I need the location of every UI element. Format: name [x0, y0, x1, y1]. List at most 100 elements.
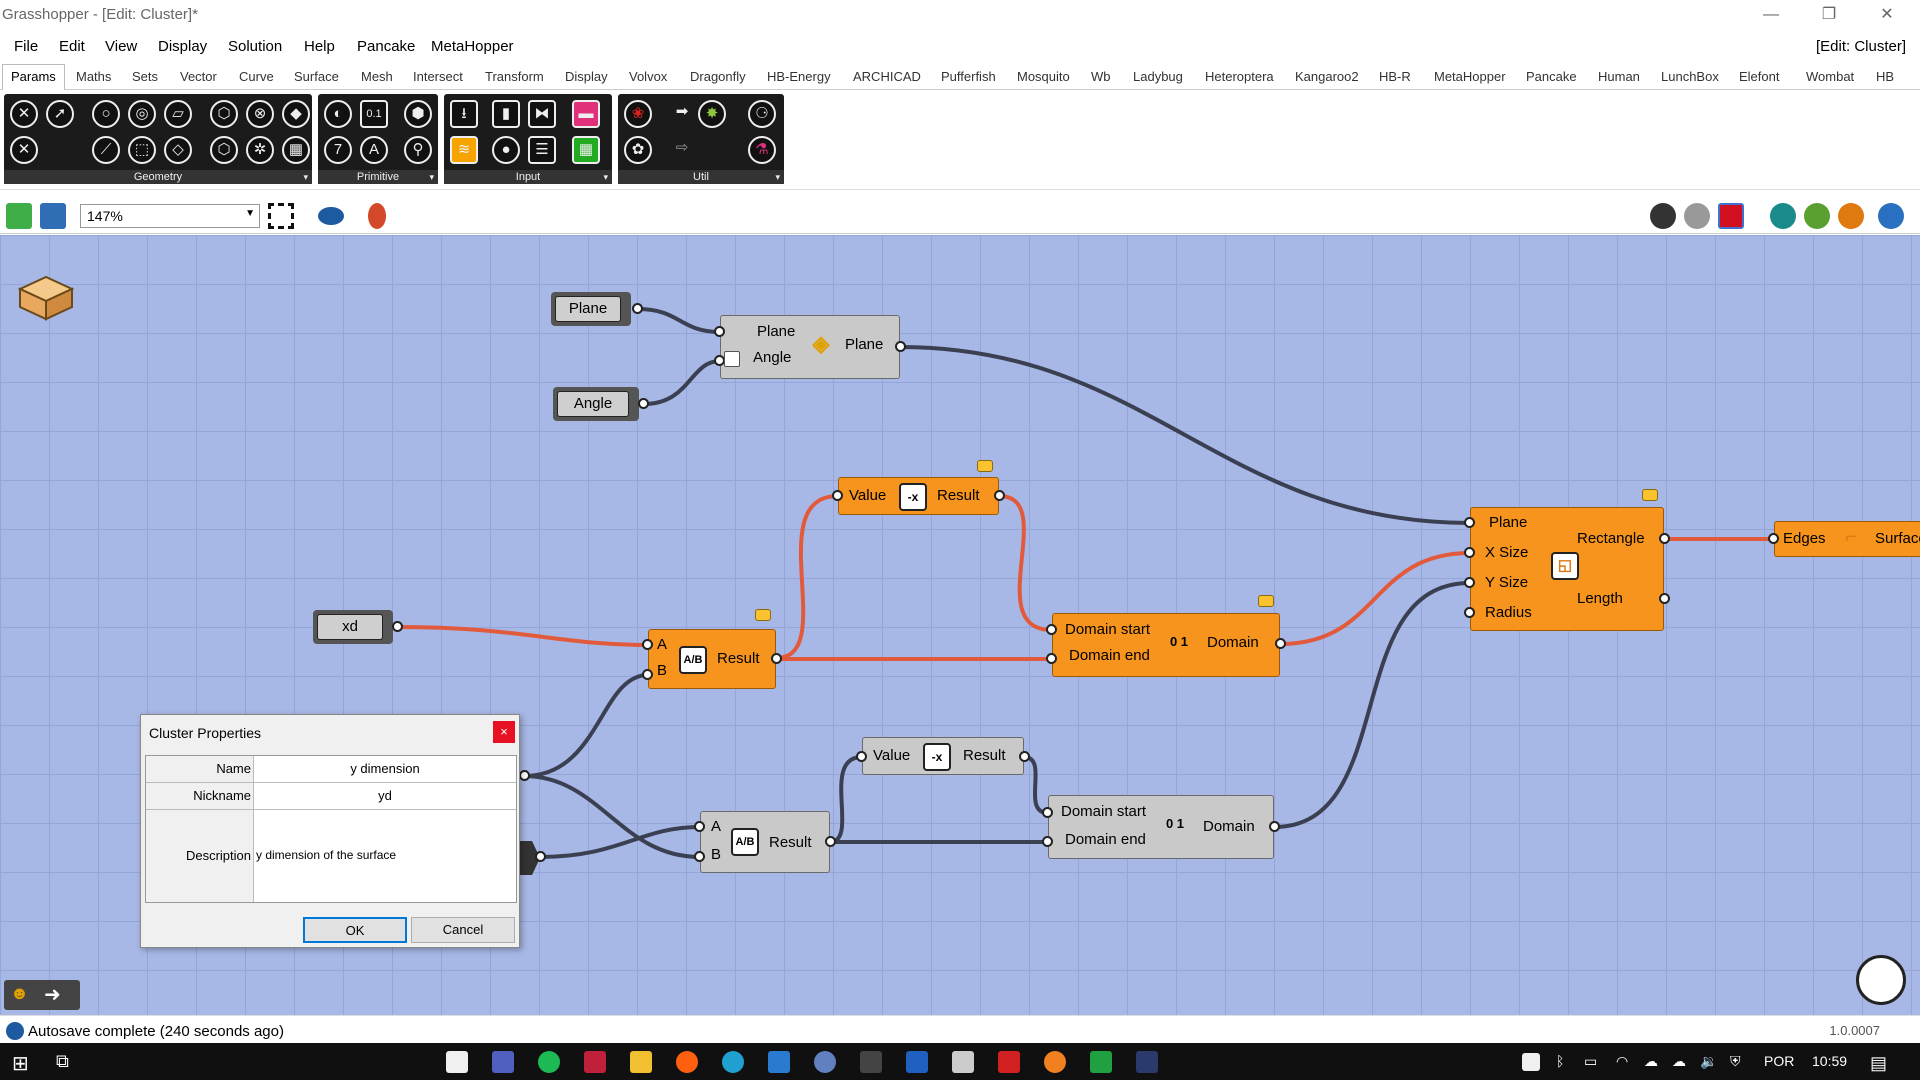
- terminal-icon[interactable]: [860, 1051, 882, 1073]
- negative-bottom-input-pin[interactable]: [856, 751, 867, 762]
- cherry-picker-icon[interactable]: ❀: [624, 100, 652, 128]
- tab-display[interactable]: Display: [565, 69, 608, 84]
- tab-dragonfly[interactable]: Dragonfly: [690, 69, 746, 84]
- store-icon[interactable]: [446, 1051, 468, 1073]
- menu-metahopper[interactable]: MetaHopper: [431, 38, 514, 55]
- text-param-icon[interactable]: A: [360, 136, 388, 164]
- task-view-icon[interactable]: ⧉: [56, 1051, 69, 1071]
- panel-icon[interactable]: ⭳: [450, 100, 478, 128]
- rectangle-plane-pin[interactable]: [1464, 517, 1475, 528]
- boundary-edges-pin[interactable]: [1768, 533, 1779, 544]
- point-param-icon[interactable]: ✕: [10, 100, 38, 128]
- menu-help[interactable]: Help: [304, 38, 335, 55]
- flask-icon[interactable]: ⚗: [748, 136, 776, 164]
- boolean-param-icon[interactable]: ◐: [324, 100, 352, 128]
- open-file-icon[interactable]: [6, 203, 32, 229]
- save-file-icon[interactable]: [40, 203, 66, 229]
- tab-vector[interactable]: Vector: [180, 69, 217, 84]
- tab-transform[interactable]: Transform: [485, 69, 544, 84]
- divide-top-a-pin[interactable]: [642, 639, 653, 650]
- menu-edit[interactable]: Edit: [59, 38, 85, 55]
- mendeley-icon[interactable]: [584, 1051, 606, 1073]
- circle-param-icon[interactable]: ○: [92, 100, 120, 128]
- divide-top-component[interactable]: A B A/B Result: [648, 629, 776, 689]
- user-icon[interactable]: ☻: [10, 983, 29, 1003]
- arrow-right-icon[interactable]: ➜: [44, 984, 61, 1006]
- volume-icon[interactable]: 🔉: [1700, 1053, 1718, 1069]
- rectangle-ysize-pin[interactable]: [1464, 577, 1475, 588]
- tab-wombat[interactable]: Wombat: [1806, 69, 1855, 84]
- tab-hb[interactable]: HB: [1876, 69, 1895, 84]
- tab-pufferfish[interactable]: Pufferfish: [941, 69, 996, 84]
- path-param-icon[interactable]: ⚲: [404, 136, 432, 164]
- preview-shaded-icon[interactable]: [1684, 203, 1710, 229]
- plane-param-icon[interactable]: ⬚: [128, 136, 156, 164]
- globe-icon[interactable]: [1878, 203, 1904, 229]
- notifications-icon[interactable]: ▤: [1870, 1053, 1888, 1073]
- tab-archicad[interactable]: ARCHICAD: [853, 69, 921, 84]
- sphere-render-icon[interactable]: [1838, 203, 1864, 229]
- number-param-icon[interactable]: 0.1: [360, 100, 388, 128]
- rectangle-xsize-pin[interactable]: [1464, 547, 1475, 558]
- divide-bottom-component[interactable]: A B A/B Result: [700, 811, 830, 873]
- toggle-icon[interactable]: ▮: [492, 100, 520, 128]
- field-param-icon[interactable]: ▦: [282, 136, 310, 164]
- tab-wb[interactable]: Wb: [1091, 69, 1111, 84]
- close-window-button[interactable]: ✕: [1880, 6, 1894, 23]
- domain-top-end-pin[interactable]: [1046, 653, 1057, 664]
- photoshop-icon[interactable]: [1136, 1051, 1158, 1073]
- tab-ladybug[interactable]: Ladybug: [1133, 69, 1183, 84]
- honeybee-icon[interactable]: [1804, 203, 1830, 229]
- name-field[interactable]: y dimension: [350, 761, 420, 776]
- gradient-icon[interactable]: ▬: [572, 100, 600, 128]
- matrix-icon[interactable]: ▦: [572, 136, 600, 164]
- rectangle-component[interactable]: Plane X Size Y Size Radius ◱ Rectangle L…: [1470, 507, 1664, 631]
- cluster-input-stub[interactable]: [520, 841, 540, 875]
- plane-param-output-pin[interactable]: [632, 303, 643, 314]
- arc-param-icon[interactable]: ◎: [128, 100, 156, 128]
- brep-param-icon[interactable]: ⊗: [246, 100, 274, 128]
- rotate-plane-input-pin[interactable]: [714, 326, 725, 337]
- negative-bottom-component[interactable]: Value -x Result: [862, 737, 1024, 775]
- tab-maths[interactable]: Maths: [76, 69, 112, 84]
- powershell-icon[interactable]: [906, 1051, 928, 1073]
- tab-lunchbox[interactable]: LunchBox: [1661, 69, 1719, 84]
- restore-button[interactable]: ❐: [1821, 6, 1837, 23]
- blender-icon[interactable]: [1044, 1051, 1066, 1073]
- sketch-pen-icon[interactable]: [368, 203, 386, 229]
- line-param-icon[interactable]: ⟋: [92, 136, 120, 164]
- tab-mesh[interactable]: Mesh: [361, 69, 393, 84]
- zoom-extents-icon[interactable]: [268, 203, 294, 229]
- divide-bottom-a-pin[interactable]: [694, 821, 705, 832]
- file-explorer-icon[interactable]: [630, 1051, 652, 1073]
- firefox-icon[interactable]: [676, 1051, 698, 1073]
- tab-heteroptera[interactable]: Heteroptera: [1205, 69, 1274, 84]
- relay-arrow-icon[interactable]: ➡: [675, 103, 689, 120]
- negative-bottom-output-pin[interactable]: [1019, 751, 1030, 762]
- xd-param[interactable]: xd: [313, 610, 393, 644]
- colour-param-icon[interactable]: ⬢: [404, 100, 432, 128]
- ladybug-icon[interactable]: [1770, 203, 1796, 229]
- divide-top-output-pin[interactable]: [771, 653, 782, 664]
- tab-hb-energy[interactable]: HB-Energy: [767, 69, 831, 84]
- windows-start-icon[interactable]: ⊞: [12, 1053, 29, 1075]
- boundary-surfaces-component[interactable]: Edges ⌐ Surface: [1774, 521, 1920, 557]
- bluetooth-icon[interactable]: ᛒ: [1556, 1053, 1565, 1069]
- xd-param-output-pin[interactable]: [392, 621, 403, 632]
- onedrive-icon[interactable]: ☁: [1672, 1053, 1686, 1069]
- cluster-icon[interactable]: ✿: [624, 136, 652, 164]
- tab-hb-r[interactable]: HB-R: [1379, 69, 1411, 84]
- domain-top-output-pin[interactable]: [1275, 638, 1286, 649]
- ok-button[interactable]: OK: [303, 917, 407, 943]
- tab-volvox[interactable]: Volvox: [629, 69, 668, 84]
- dialog-close-button[interactable]: ×: [493, 721, 515, 743]
- autocad-icon[interactable]: [998, 1051, 1020, 1073]
- rotate-plane-component[interactable]: Plane Angle ◈ Plane: [720, 315, 900, 379]
- length-output-pin[interactable]: [1659, 593, 1670, 604]
- slider-icon[interactable]: ⧓: [528, 100, 556, 128]
- cancel-button[interactable]: Cancel: [411, 917, 515, 943]
- divide-top-b-pin[interactable]: [642, 669, 653, 680]
- divide-bottom-output-pin[interactable]: [825, 836, 836, 847]
- nickname-field[interactable]: yd: [378, 788, 392, 803]
- sheets-icon[interactable]: [1090, 1051, 1112, 1073]
